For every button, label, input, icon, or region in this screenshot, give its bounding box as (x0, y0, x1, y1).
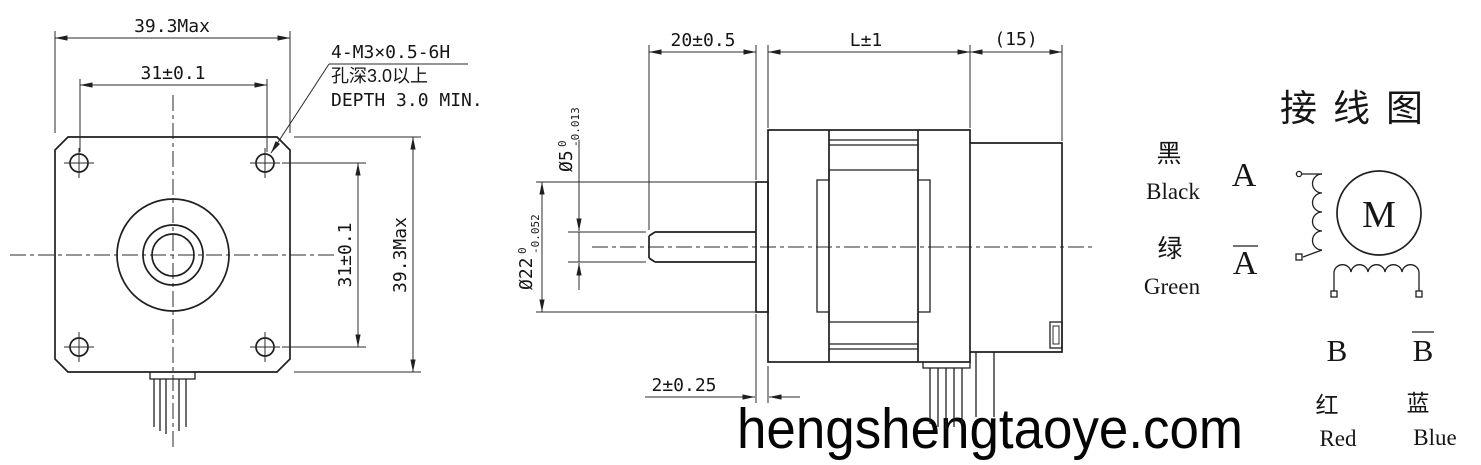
dim-front-hole-pitch-v-label: 31±0.1 (335, 222, 356, 287)
dim-shaft-diameter: Ø5 0 -0.013 (556, 107, 646, 290)
dim-body-length-label: L±1 (850, 30, 883, 51)
dim-front-width-label: 39.3Max (134, 16, 210, 37)
rear-terminal-inner (1052, 325, 1060, 345)
hole-callout: 4-M3×0.5-6H 孔深3.0以上 DEPTH 3.0 MIN. (270, 42, 483, 154)
dim-pilot-depth: 2±0.25 (645, 314, 800, 403)
phase-b-label: B (1327, 333, 1348, 368)
dim-pilot-dia-base: Ø22 (516, 257, 537, 290)
dim-front-hole-pitch-v: 31±0.1 (282, 162, 366, 348)
watermark-text: hengshengtaoye.com (737, 397, 1243, 461)
lead-a-bar-color-cn: 绿 (1157, 235, 1182, 263)
front-view: 39.3Max 31±0.1 31±0.1 39.3Max 4-M3×0.5-6… (10, 16, 483, 447)
motor-body-side (767, 129, 1063, 363)
wiring-diagram: 接线图 黑 Black A 绿 Green A M B B 红 (1144, 88, 1457, 451)
dim-pilot-dia-tol-bottom: -0.052 (529, 214, 542, 254)
lead-b-color-cn: 红 (1316, 392, 1339, 418)
dim-front-hole-pitch-h-label: 31±0.1 (140, 63, 205, 84)
side-view: 20±0.5 L±1 (15) 2±0.25 Ø5 0 -0.013 (516, 29, 1095, 429)
phase-a-coil (1295, 170, 1323, 261)
wiring-title: 接线图 (1280, 88, 1439, 129)
side-lead-wires (922, 352, 995, 429)
dim-front-height: 39.3Max (294, 136, 421, 373)
dim-front-width: 39.3Max (54, 16, 291, 133)
rear-housing (970, 142, 1063, 353)
rear-cable (975, 352, 995, 417)
stator-stack-contour (816, 169, 931, 323)
rear-terminal-detail (1049, 321, 1063, 349)
dim-rear-length-label: (15) (994, 29, 1037, 50)
dim-pilot-depth-label: 2±0.25 (651, 375, 716, 396)
lead-b-bar-color-en: Blue (1413, 425, 1456, 450)
dim-shaft-dia-tol-bottom: -0.013 (569, 107, 582, 147)
phase-b-coil (1330, 264, 1423, 298)
hole-callout-line2: 孔深3.0以上 (331, 66, 428, 86)
phase-b-bar-label: B (1413, 333, 1434, 368)
dim-pilot-dia-tol-top: 0 (516, 247, 529, 254)
hole-callout-line3: DEPTH 3.0 MIN. (331, 90, 483, 111)
motor-symbol: M (1336, 170, 1422, 256)
front-lead-wires (149, 372, 196, 434)
shaft (648, 231, 756, 263)
lead-a-color-en: Black (1146, 179, 1200, 204)
hole-callout-line1: 4-M3×0.5-6H (331, 42, 450, 63)
dim-shaft-dia-tol-top: 0 (556, 140, 569, 147)
lead-b-bar-color-cn: 蓝 (1407, 390, 1430, 416)
pilot-and-shaft-circles (116, 198, 230, 312)
dim-side-top-row: 20±0.5 L±1 (15) (648, 29, 1063, 230)
dim-shaft-length-label: 20±0.5 (670, 30, 735, 51)
lead-a-bar-color-en: Green (1144, 274, 1201, 299)
dim-shaft-dia-base: Ø5 (556, 150, 577, 172)
lead-b-color-en: Red (1319, 426, 1357, 451)
dim-front-hole-pitch-h: 31±0.1 (79, 63, 268, 152)
front-body-outline (54, 136, 291, 373)
dim-front-height-label: 39.3Max (390, 217, 411, 293)
mounting-holes (64, 148, 280, 362)
dim-pilot-diameter: Ø22 0 -0.052 (516, 181, 756, 313)
lead-a-color-cn: 黑 (1156, 140, 1181, 168)
phase-a-bar-label: A (1233, 245, 1258, 282)
motor-symbol-label: M (1362, 194, 1396, 236)
phase-a-label: A (1232, 157, 1257, 194)
